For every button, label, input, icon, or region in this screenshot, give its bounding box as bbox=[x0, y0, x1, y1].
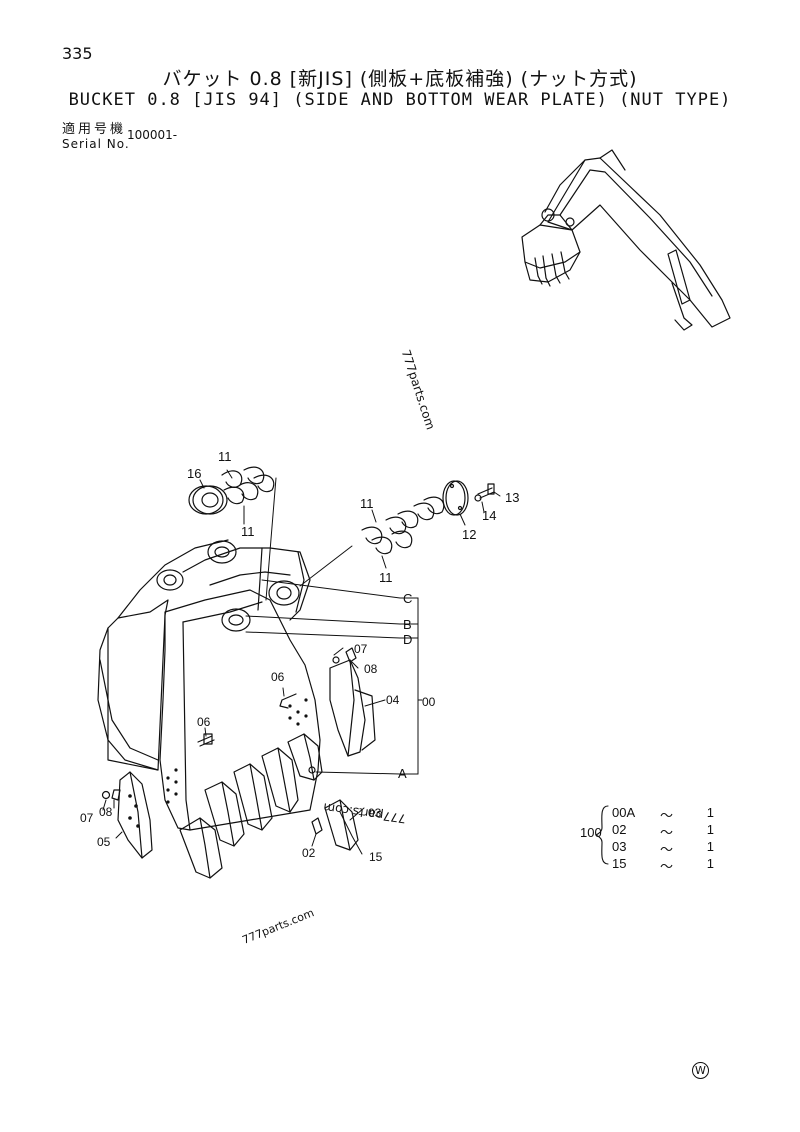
callout-04: 04 bbox=[386, 693, 400, 707]
quantity-row: 15 ～ 1 bbox=[612, 856, 714, 874]
page-number: 335 bbox=[62, 44, 93, 63]
title-japanese: バケット 0.8 [新JIS] (側板+底板補強) (ナット方式) bbox=[162, 68, 638, 90]
callout-06-right: 06 bbox=[271, 670, 285, 684]
callout-14: 14 bbox=[482, 508, 497, 523]
callout-06-left: 06 bbox=[197, 715, 211, 729]
callout-15: 15 bbox=[369, 850, 383, 864]
bolt-06-left bbox=[197, 733, 215, 747]
quantity-value: 1 bbox=[706, 839, 714, 854]
quantity-value: 1 bbox=[706, 822, 714, 837]
callout-08-right: 08 bbox=[364, 662, 378, 676]
quantity-tilde: ～ bbox=[660, 842, 674, 857]
callout-07-left: 07 bbox=[80, 811, 94, 825]
shim-set-upper-right bbox=[361, 480, 495, 555]
callout-11-right-top: 11 bbox=[360, 496, 374, 511]
callout-07-right: 07 bbox=[354, 642, 368, 656]
applicable-machine-label: 適用号機 bbox=[62, 122, 127, 137]
quantity-part: 03 bbox=[612, 839, 627, 854]
quantity-tilde: ～ bbox=[660, 825, 674, 840]
callout-12: 12 bbox=[462, 527, 477, 542]
title-english: BUCKET 0.8 [JIS 94] (SIDE AND BOTTOM WEA… bbox=[68, 90, 732, 110]
quantity-brace bbox=[595, 805, 609, 865]
bucket-body bbox=[97, 539, 321, 831]
bucket-teeth bbox=[179, 733, 323, 879]
serial-value: 100001- bbox=[127, 128, 178, 142]
leader-lines bbox=[102, 469, 501, 855]
callout-11-left-bottom: 11 bbox=[241, 524, 255, 539]
callout-13: 13 bbox=[505, 490, 520, 505]
ref-a: A bbox=[398, 766, 407, 781]
quantity-part: 15 bbox=[612, 856, 627, 871]
callout-03: 03 bbox=[368, 806, 382, 820]
quantity-tilde: ～ bbox=[660, 859, 674, 874]
quantity-part: 00A bbox=[612, 805, 636, 820]
excavator-inset bbox=[521, 149, 731, 331]
quantity-row: 03 ～ 1 bbox=[612, 839, 714, 857]
callout-00: 00 bbox=[422, 695, 436, 709]
quantity-row: 02 ～ 1 bbox=[612, 822, 714, 840]
serial-label: Serial No. bbox=[62, 137, 130, 151]
quantity-part: 02 bbox=[612, 822, 627, 837]
bottom-wear-plate-04 bbox=[279, 647, 376, 757]
quantity-tilde: ～ bbox=[660, 808, 674, 823]
shim-set-upper-left bbox=[188, 466, 275, 515]
callout-02: 02 bbox=[302, 846, 316, 860]
quantity-value: 1 bbox=[706, 856, 714, 871]
set-id: 100 bbox=[580, 825, 602, 840]
callout-11-top: 11 bbox=[218, 449, 232, 464]
quantity-row: 00A ～ 1 bbox=[612, 805, 714, 823]
callout-16: 16 bbox=[187, 466, 202, 481]
quantity-table: 00A ～ 1 02 ～ 1 03 ～ 1 15 ～ 1 bbox=[612, 805, 714, 874]
quantity-value: 1 bbox=[706, 805, 714, 820]
ref-c: C bbox=[403, 591, 413, 606]
callout-05: 05 bbox=[97, 835, 111, 849]
tooth-15 bbox=[311, 799, 359, 851]
ref-d: D bbox=[403, 632, 413, 647]
ref-b: B bbox=[403, 617, 412, 632]
side-wear-plate-05 bbox=[101, 771, 153, 859]
maker-mark: W bbox=[692, 1062, 709, 1079]
callout-11-right-bottom: 11 bbox=[379, 570, 393, 585]
callout-08-left: 08 bbox=[99, 805, 113, 819]
